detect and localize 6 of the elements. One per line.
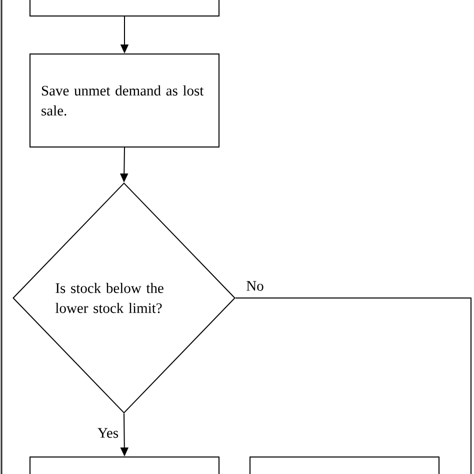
process-box: Save unmet demand as lost sale. <box>30 54 220 148</box>
process-box <box>30 456 220 474</box>
edge-label: No <box>245 280 265 292</box>
process-box <box>30 0 220 16</box>
edge-label: Yes <box>96 427 120 439</box>
process-box <box>250 456 440 474</box>
